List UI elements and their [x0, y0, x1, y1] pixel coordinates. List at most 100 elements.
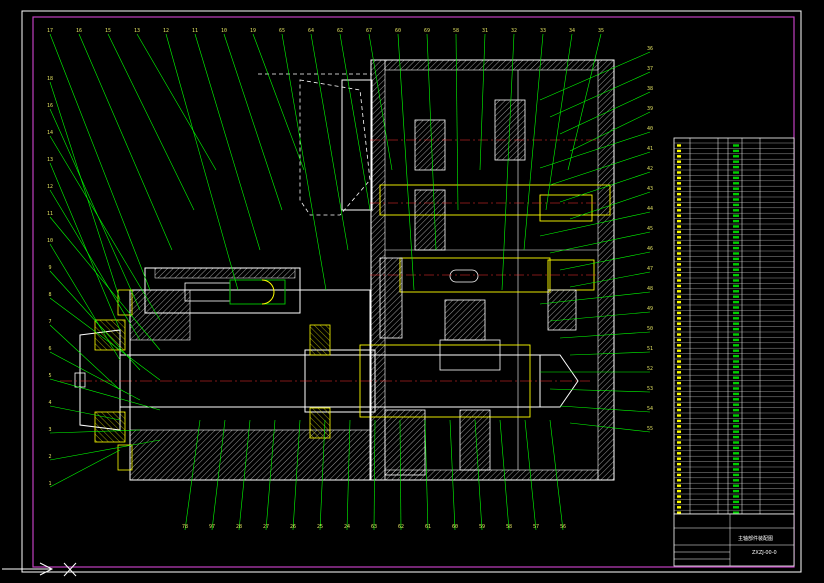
parts-list-cell	[677, 462, 681, 466]
balloon-top-19-leader	[567, 33, 602, 171]
balloon-bottom-7-leader	[373, 419, 376, 531]
balloon-bottom-0: 78	[182, 524, 188, 530]
balloon-top-6-leader	[223, 33, 283, 211]
parts-list-cell	[733, 446, 739, 450]
balloon-bottom-4: 26	[290, 524, 296, 530]
balloon-right-5: 41	[647, 146, 653, 152]
balloon-left-1: 16	[47, 103, 53, 109]
parts-list-cell	[677, 176, 681, 180]
balloon-right-17-leader	[549, 388, 651, 393]
parts-list-cell	[677, 435, 681, 439]
balloon-right-12-leader	[539, 291, 651, 305]
balloon-top-11-leader	[368, 33, 393, 171]
balloon-bottom-4-leader	[292, 419, 301, 531]
balloon-left-9: 7	[48, 319, 51, 325]
parts-list-cell	[733, 371, 739, 374]
parts-list-cell	[677, 214, 681, 217]
balloon-left-2-leader	[49, 135, 161, 321]
balloon-left-15: 1	[48, 481, 51, 487]
parts-list-cell	[733, 246, 739, 250]
motor-flange	[341, 79, 373, 211]
parts-list-cell	[733, 300, 739, 304]
parts-list-cell	[733, 500, 739, 504]
parts-list-cell	[733, 284, 739, 288]
balloon-left-5: 11	[47, 211, 53, 217]
balloon-left-14: 2	[48, 454, 51, 460]
balloon-left-5-leader	[49, 216, 161, 351]
parts-list-cell	[733, 155, 739, 158]
top-actuator	[144, 267, 301, 314]
parts-list-cell	[677, 425, 681, 428]
balloon-top-11: 67	[366, 28, 372, 34]
parts-list-cell	[733, 338, 739, 342]
parts-list-cell	[733, 144, 739, 147]
parts-list-cell	[677, 306, 681, 309]
parts-list-cell	[733, 317, 739, 320]
balloon-right-13-leader	[549, 311, 651, 322]
parts-list-cell	[677, 236, 681, 239]
parts-list-cell	[677, 219, 681, 223]
parts-list-cell	[677, 257, 681, 261]
leader-lines	[49, 33, 651, 531]
balloon-top-9: 64	[308, 28, 314, 34]
parts-list-cell	[677, 511, 681, 514]
parts-list-cell	[677, 419, 681, 423]
balloon-right-19: 55	[647, 426, 653, 432]
parts-list-cell	[733, 241, 739, 244]
balloon-bottom-13-leader	[524, 419, 537, 531]
parts-list-cell	[677, 192, 681, 196]
balloon-top-18: 34	[569, 28, 575, 34]
balloon-right-3: 39	[647, 106, 653, 112]
parts-list-cell	[733, 187, 739, 190]
parts-list-cell	[733, 322, 739, 325]
parts-list-cell	[733, 441, 739, 444]
parts-list-cell	[733, 360, 739, 363]
balloon-left-4: 12	[47, 184, 53, 190]
parts-list-cell	[677, 268, 681, 271]
parts-list-cell	[677, 149, 681, 153]
parts-list-cell	[733, 484, 739, 487]
lower-gear-train	[384, 339, 501, 476]
balloon-top-12-leader	[397, 33, 415, 291]
balloon-top-5-leader	[194, 33, 261, 251]
parts-list-cell	[733, 468, 739, 471]
parts-list-cell	[733, 290, 739, 293]
balloon-top-1: 16	[76, 28, 82, 34]
parts-list-cell	[733, 203, 739, 207]
parts-list-cell	[677, 230, 681, 234]
title-block-name: 主轴部件装配图	[738, 535, 773, 542]
balloon-top-17-leader	[523, 33, 544, 251]
balloon-top-17: 33	[540, 28, 546, 34]
parts-list-cell	[733, 506, 739, 509]
parts-list-cell	[677, 479, 681, 482]
parts-list-cell	[733, 479, 739, 482]
balloon-right-18-leader	[559, 405, 651, 413]
parts-list-cell	[677, 327, 681, 331]
balloon-top-13: 69	[424, 28, 430, 34]
balloon-bottom-11: 59	[479, 524, 485, 530]
balloon-right-17: 53	[647, 386, 653, 392]
balloon-right-12: 48	[647, 286, 653, 292]
balloon-bottom-9: 61	[425, 524, 431, 530]
parts-list-cell	[677, 430, 681, 433]
balloon-top-4-leader	[165, 33, 239, 291]
parts-list-cell	[733, 333, 739, 336]
parts-list-cell	[733, 354, 739, 358]
balloon-left-8-leader	[49, 297, 161, 381]
balloon-bottom-1-leader	[211, 419, 226, 531]
title-block: 主轴部件装配图 ZXZJ-00-0	[673, 513, 795, 567]
parts-list-cell	[677, 263, 681, 266]
parts-list-cell	[677, 500, 681, 504]
parts-list-cell	[733, 149, 739, 153]
parts-list-cell	[677, 322, 681, 325]
balloon-right-10: 46	[647, 246, 653, 252]
parts-list-cell	[733, 230, 739, 234]
balloon-left-3: 13	[47, 157, 53, 163]
parts-list-cell	[733, 387, 739, 390]
parts-list-cell	[677, 295, 681, 298]
balloon-top-7-leader	[252, 33, 305, 171]
balloon-top-16-leader	[501, 33, 515, 291]
balloon-right-16: 52	[647, 366, 653, 372]
parts-list-cell	[733, 419, 739, 423]
balloon-right-9-leader	[549, 231, 651, 254]
